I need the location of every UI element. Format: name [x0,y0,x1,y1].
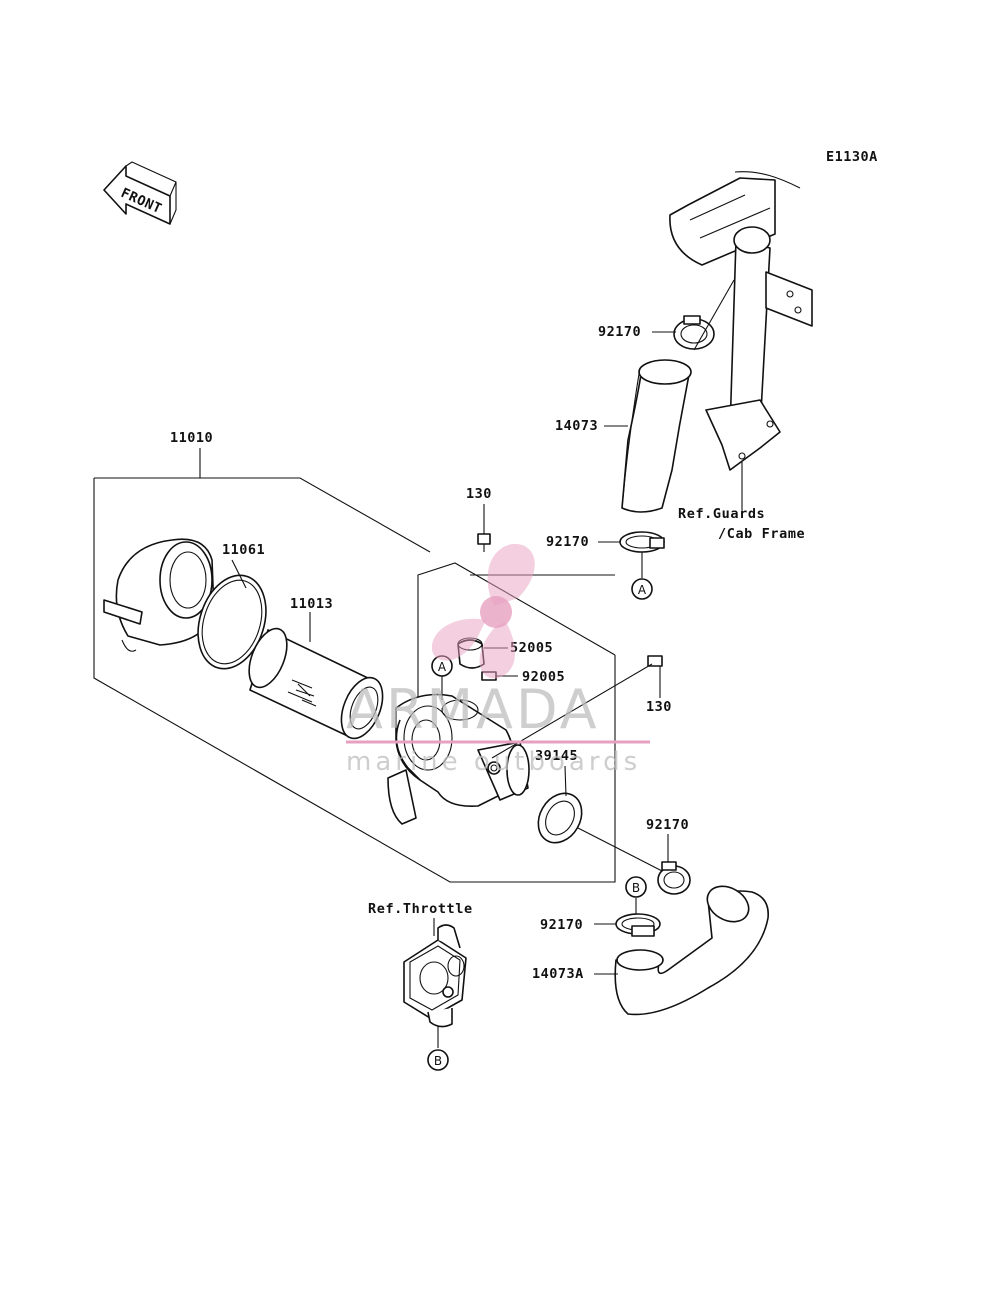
ref-guards-line1: Ref.Guards [678,506,765,522]
label-92005: 92005 [522,669,565,685]
air-cleaner-cover [103,538,215,652]
ref-throttle: Ref.Throttle [368,901,473,917]
hose-clamp-92170-mid [598,531,665,578]
intake-duct-14073A [614,885,769,1016]
o-ring-11061 [197,559,267,670]
svg-text:A: A [638,583,647,597]
diagram-code: E1130A [826,149,878,165]
propeller-logo-icon [431,543,535,679]
label-39145: 39145 [535,748,578,764]
front-arrow-icon: FRONT [103,161,177,225]
seal-39145 [537,765,665,873]
hose-clamp-92170-lower [594,898,661,975]
label-14073A: 14073A [532,966,584,982]
label-92170-top: 92170 [598,324,641,340]
air-cleaner-housing [387,693,530,825]
label-92170-lower: 92170 [540,917,583,933]
hose-clamp-92170-top [652,279,735,351]
bolt-130-top [477,504,491,552]
connector-b-throttle: B [427,1049,449,1071]
hose-clamp-92170-right [657,834,691,895]
watermark-tagline: marine outboards [346,747,641,777]
label-11010: 11010 [170,430,213,446]
label-52005: 52005 [510,640,553,656]
label-11013: 11013 [290,596,333,612]
label-92170-mid: 92170 [546,534,589,550]
svg-text:B: B [434,1054,442,1068]
connector-a-top: A [631,578,653,600]
assembly-outline-11010 [93,448,616,883]
label-92170-right: 92170 [646,817,689,833]
filter-element-11013 [248,612,384,740]
svg-text:B: B [632,881,640,895]
cab-frame-guard [669,171,813,510]
label-11061: 11061 [222,542,265,558]
throttle-body [403,918,467,1048]
svg-text:A: A [438,660,447,674]
intake-duct-14073 [621,359,692,513]
connector-b-hose: B [625,876,647,898]
label-130-top: 130 [466,486,492,502]
armada-watermark: ARMADA marine outboards [346,543,650,777]
label-14073: 14073 [555,418,598,434]
label-130-right: 130 [646,699,672,715]
watermark-brand: ARMADA [346,678,600,741]
ref-guards-line2: /Cab Frame [718,526,805,542]
